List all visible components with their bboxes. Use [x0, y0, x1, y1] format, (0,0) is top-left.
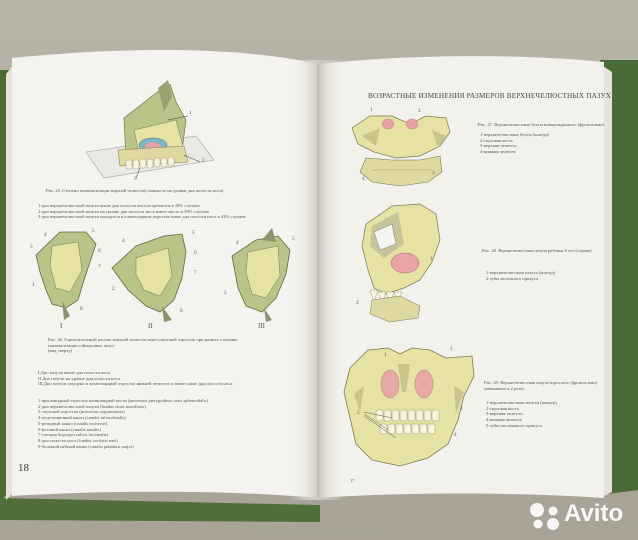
avito-watermark-text: Avito	[564, 500, 624, 527]
legend-line: 2-скуловая кость	[480, 137, 513, 143]
level-line: I.Дно пазухи выше дна полости носа	[38, 370, 111, 375]
page-header: ВОЗРАСТНЫЕ ИЗМЕНЕНИЯ РАЗМЕРОВ ВЕРХНЕЧЕЛЮ…	[368, 92, 612, 100]
legend-line: 8-дно полости носа (fundus cavitatis nas…	[38, 438, 118, 444]
fig26-marker: 6	[98, 248, 101, 254]
fig27-legend: 1-верхнечелюстные бухты (контур) 2-скуло…	[480, 132, 549, 155]
fig27-newborn-skull	[351, 115, 451, 187]
fig26-marker: 4	[122, 238, 125, 244]
fig25-caption: Рис. 25. Степени пневматизации верхней ч…	[46, 188, 224, 193]
legend-line: 4-нижняя челюсть	[486, 417, 522, 423]
fig26-marker: 5	[92, 228, 95, 234]
caption-line: пневматизации гайморовых пазух	[48, 342, 115, 348]
legend-line: 5-резцовый канал (canalis incisivus)	[38, 420, 108, 426]
fig25-stats: 1-дно верхнечелюстной пазухи выше дна по…	[38, 203, 246, 220]
legend-line: 1-верхнечелюстные пазухи (контур)	[486, 400, 557, 405]
fig27-marker: 2	[418, 108, 421, 114]
fig29-caption: Рис. 29. Верхнечелюстная пазуха взрослог…	[484, 380, 597, 391]
fig27-marker: 1	[370, 107, 373, 113]
fig26-marker: 8	[180, 308, 183, 314]
fig26-marker: 7	[98, 264, 101, 270]
fig26-marker: 8	[80, 306, 83, 312]
fig28-legend: 1-верхнечелюстная пазуха (контур) 2-зубы…	[486, 270, 555, 281]
fig25-marker: 1	[189, 110, 192, 116]
fig26-marker: 2	[224, 290, 227, 296]
legend-line: 1-верхнечелюстная пазуха (контур)	[486, 270, 556, 275]
legend-line: 2-зубы молочного прикуса	[486, 275, 539, 281]
legend-line: 2-скуловая кость	[486, 405, 519, 411]
stat-line: 1-дно верхнечелюстной пазухи выше дна по…	[38, 203, 200, 208]
caption-line: Рис. 26. Горизонтальный распил верхней ч…	[48, 337, 238, 342]
caption-line: уменьшено в 2 раза)	[484, 385, 524, 391]
avito-logo-icon	[530, 503, 559, 530]
fig27-caption: Рис. 27. Верхнечелюстные бухты новорожде…	[478, 122, 605, 127]
level-line: II.Дно пазухи на уровне дна полости носа	[38, 375, 121, 381]
fig26-section-I	[35, 231, 97, 320]
legend-line: 2-дно верхнечелюстной пазухи (fundus sin…	[38, 403, 146, 409]
small-page-number: 17	[350, 478, 355, 483]
fig28-marker: 1	[430, 256, 433, 262]
fig26-marker: 4	[236, 240, 239, 246]
caption-line: Рис. 29. Верхнечелюстная пазуха взрослог…	[484, 380, 598, 385]
fig25-marker: 2	[202, 158, 205, 164]
fig26-legend: 1-крыловидный отросток клиновидной кости…	[38, 398, 208, 450]
fig26-levels: I.Дно пазухи выше дна полости носа II.Дн…	[38, 370, 232, 387]
fig29-marker: 1	[384, 352, 387, 358]
fig26-marker: 6	[194, 250, 197, 256]
fig26-marker: 2	[112, 286, 115, 292]
legend-line: 9-большой небный канал (canalis palatinu…	[38, 443, 134, 449]
fig26-marker: 4	[44, 232, 47, 238]
fig26-caption: Рис. 26. Горизонтальный распил верхней ч…	[48, 337, 237, 354]
legend-line: 3-верхняя челюсть	[480, 143, 517, 149]
legend-line: 6-носовой канал (canalis nasalis)	[38, 426, 101, 432]
fig29-marker: 2	[450, 346, 453, 352]
roman-numeral-label: II	[148, 322, 153, 330]
page-number: 18	[18, 462, 29, 474]
legend-line: 1-верхнечелюстные бухты (контур)	[480, 132, 550, 137]
fig26-marker: 3	[30, 244, 33, 250]
legend-line: 3-верхняя челюсть	[486, 411, 523, 417]
fig28-marker: 2	[356, 300, 359, 306]
level-line: III.Дно пазухи опущено в альвеолярный от…	[38, 381, 233, 387]
fig26-marker: 7	[194, 270, 197, 276]
fig29-adult-skull	[343, 347, 475, 467]
caption-line: (вид сверху)	[48, 348, 73, 354]
legend-line: 5-зубы постоянного прикуса	[486, 422, 542, 428]
fig29-legend: 1-верхнечелюстные пазухи (контур) 2-скул…	[486, 400, 557, 429]
fig29-marker: 4	[454, 432, 457, 438]
fig25-marker: 3	[134, 176, 137, 182]
fig27-marker: 4	[362, 176, 365, 182]
fig29-marker: 3	[460, 406, 463, 412]
legend-line: 7-слезная борозда (sulcus lacrimalis)	[38, 432, 109, 438]
fig29-marker: 5	[357, 410, 360, 416]
fig25-maxilla-illustration	[85, 80, 215, 179]
roman-numeral-label: I	[60, 322, 63, 330]
fig26-section-II	[111, 233, 187, 322]
fig28-caption: Рис. 28. Верхнечелюстная пазуха ребенка …	[482, 248, 592, 253]
fig26-marker: 1	[32, 282, 35, 288]
stat-line: 2-дно верхнечелюстной пазухи на уровне д…	[38, 208, 209, 214]
stat-line: 3-дно верхнечелюстной пазухи находится в…	[38, 214, 246, 220]
fig28-child-skull	[361, 203, 441, 323]
roman-numeral-label: III	[258, 322, 265, 330]
legend-line: 4-нижняя челюсть	[480, 149, 516, 155]
fig27-marker: 3	[432, 170, 435, 176]
legend-line: 1-крыловидный отросток клиновидной кости…	[38, 398, 208, 403]
legend-line: 4-подглазничный канал (canalis infraorbi…	[38, 415, 126, 421]
fig26-marker: 5	[292, 236, 295, 242]
fig26-marker: 5	[192, 230, 195, 236]
legend-line: 3-скуловой отросток (processus zygomatic…	[38, 409, 125, 415]
fig26-section-III	[231, 228, 291, 322]
